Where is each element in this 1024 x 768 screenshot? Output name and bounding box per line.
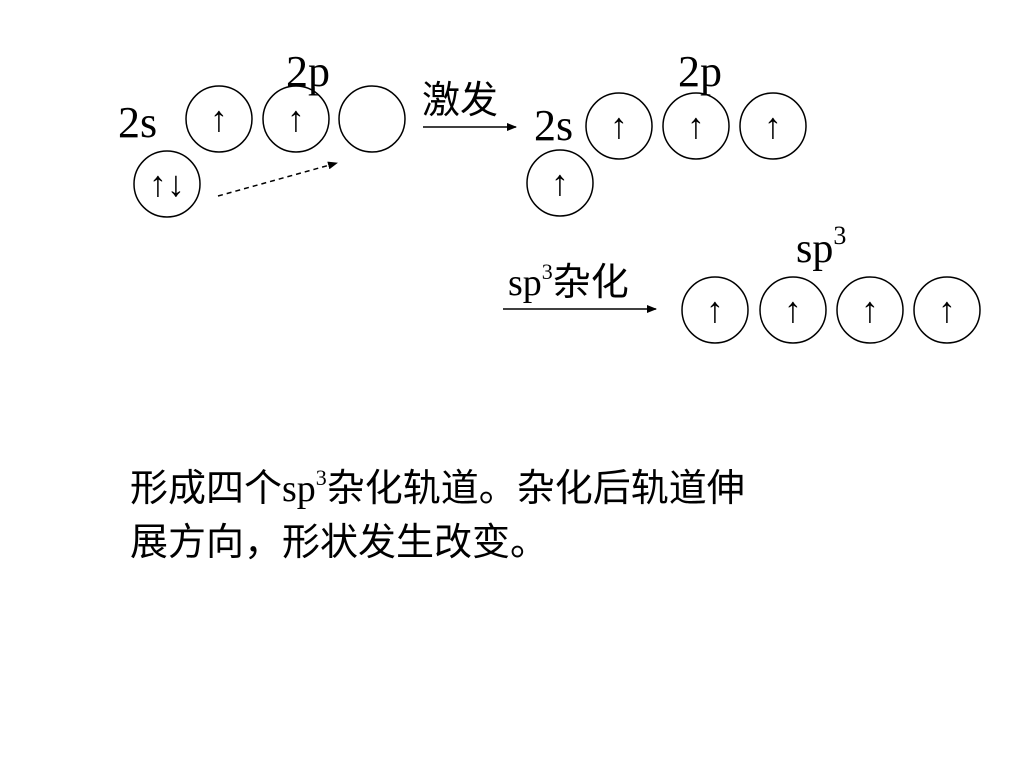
excited-2p-electron-3: ↑ (764, 106, 782, 146)
promotion-dashed-arrow (217, 161, 338, 197)
sp3-orbital-label-sup: 3 (833, 221, 846, 250)
ground-2p-orbital-1: ↑ (185, 85, 253, 153)
excited-2p-orbital-2: ↑ (662, 92, 730, 160)
sp3-electron-2: ↑ (784, 290, 802, 330)
ground-2s-label: 2s (118, 98, 157, 147)
sp3-orbital-2: ↑ (759, 276, 827, 344)
caption-line-1-sup: 3 (315, 465, 327, 490)
sp3-orbital-1: ↑ (681, 276, 749, 344)
sp3-orbital-label-prefix: sp (796, 226, 833, 272)
hybridization-label-prefix: sp (508, 262, 542, 304)
excited-2s-label: 2s (534, 101, 573, 150)
caption-line-2: 展方向，形状发生改变。 (130, 522, 549, 564)
sp3-electron-3: ↑ (861, 290, 879, 330)
ground-2s-electrons: ↑↓ (149, 164, 185, 204)
excited-2s-orbital: ↑ (526, 149, 594, 217)
excited-2p-orbital-3: ↑ (739, 92, 807, 160)
excite-label: 激发 (422, 80, 498, 122)
sp3-orbital-3: ↑ (836, 276, 904, 344)
excited-2s-electron: ↑ (551, 163, 569, 203)
caption-line-1: 形成四个sp3杂化轨道。杂化后轨道伸 (130, 462, 890, 516)
excited-2p-orbital-1: ↑ (585, 92, 653, 160)
caption-line-1-b: 杂化轨道。杂化后轨道伸 (326, 468, 745, 510)
ground-2p-electron-2: ↑ (287, 99, 305, 139)
excited-2p-label: 2p (678, 47, 722, 96)
excited-2p-electron-2: ↑ (687, 106, 705, 146)
hybridization-label-suffix: 杂化 (553, 262, 629, 304)
excited-2p-electron-1: ↑ (610, 106, 628, 146)
sp3-orbital-label: sp3 (796, 221, 846, 272)
sp3-orbital-4: ↑ (913, 276, 981, 344)
caption-line-1-a: 形成四个sp (130, 468, 316, 510)
ground-2s-orbital: ↑↓ (133, 150, 201, 218)
ground-2p-orbital-2: ↑ (262, 85, 330, 153)
sp3-electron-1: ↑ (706, 290, 724, 330)
sp3-electron-4: ↑ (938, 290, 956, 330)
hybridization-label-sup: 3 (542, 259, 553, 284)
caption: 形成四个sp3杂化轨道。杂化后轨道伸 展方向，形状发生改变。 (130, 462, 890, 570)
hybridization-label: sp3杂化 (508, 259, 629, 304)
ground-2p-orbital-3 (338, 85, 406, 153)
ground-2p-electron-1: ↑ (210, 99, 228, 139)
